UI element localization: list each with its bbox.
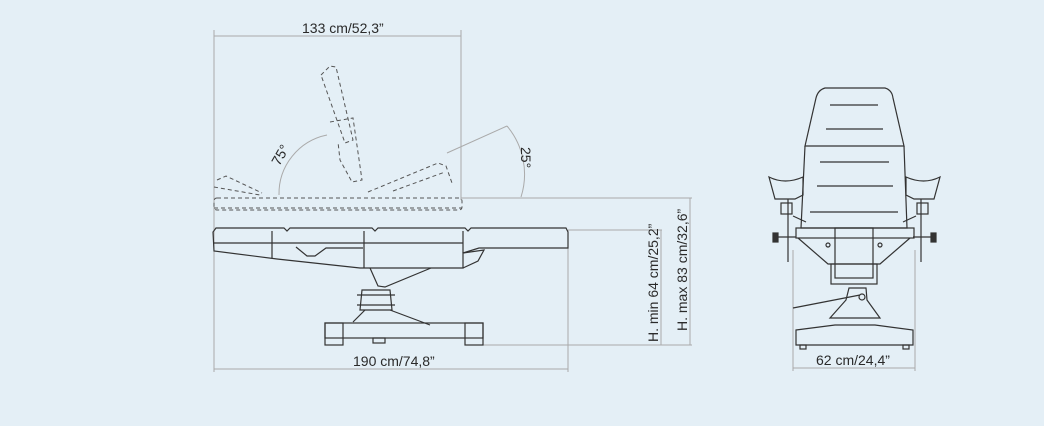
legrest-angle-label: 25° [518,147,534,169]
min-height-label: H. min 64 cm/25,2” [645,223,661,342]
front-view-chair [768,87,941,350]
side-view-chair [212,227,569,346]
width-label: 62 cm/24,4” [816,352,890,368]
max-height-label: H. max 83 cm/32,6” [674,208,690,331]
total-length-label: 190 cm/74,8” [353,353,435,369]
reclined-position-outline [213,65,463,211]
open-length-label: 133 cm/52,3” [302,20,384,36]
dimension-lines [213,30,916,372]
